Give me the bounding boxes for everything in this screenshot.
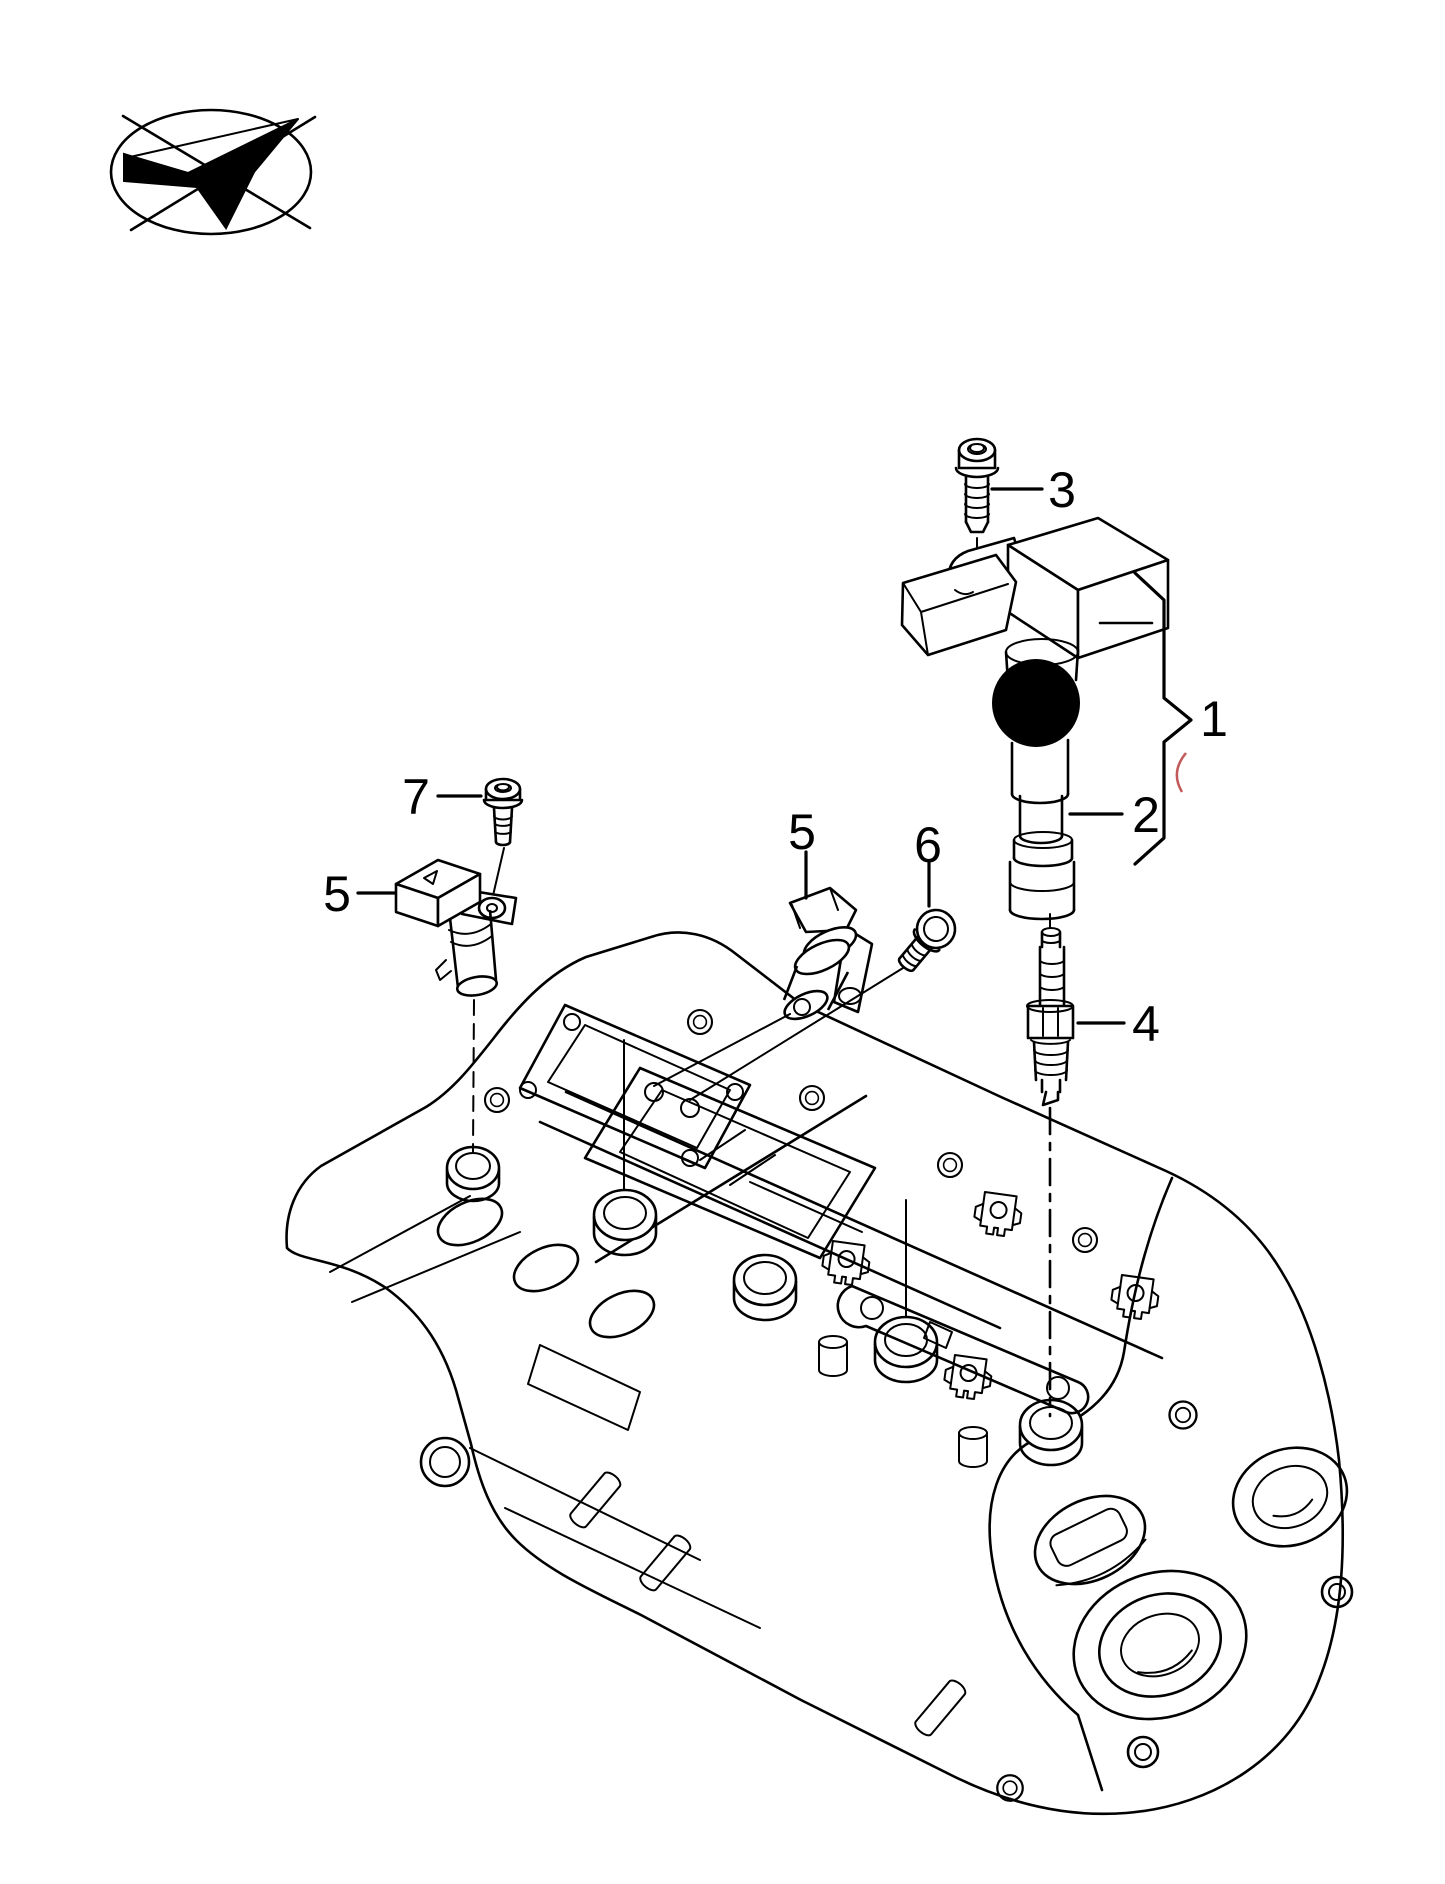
part-5-left-leader-line [472, 999, 475, 1153]
callout-7: 7 [402, 769, 430, 825]
callout-1-bracket [1133, 571, 1193, 866]
oil-filler-cap [1033, 1494, 1147, 1587]
paper-plane-ellipse-logo-icon [109, 108, 317, 236]
part-5-middle-leader-line [653, 1013, 791, 1087]
callout-3: 3 [1048, 462, 1076, 518]
callout-4: 4 [1132, 996, 1160, 1052]
part-5-camshaft-sensor-left [394, 858, 518, 1153]
highlight-dot [992, 659, 1080, 747]
red-accent-mark [1175, 752, 1187, 793]
part-7-sensor-bolt [482, 777, 524, 901]
part-4-spark-plug [1026, 913, 1075, 1418]
callout-6: 6 [914, 817, 942, 873]
callout-1: 1 [1200, 691, 1228, 747]
callout-2: 2 [1132, 787, 1160, 843]
engine-cylinder-head-drawing [285, 931, 1354, 1816]
timing-cover-bores [1072, 1446, 1349, 1721]
part-1-ignition-coil [900, 516, 1170, 921]
part-6-sensor-bolt [689, 908, 957, 1101]
callout-5-middle: 5 [788, 804, 816, 860]
ground-electrode-hook [1041, 1090, 1060, 1107]
part-6-leader-line [689, 967, 904, 1101]
part-7-leader-line [491, 847, 505, 901]
callout-5-left: 5 [323, 866, 351, 922]
